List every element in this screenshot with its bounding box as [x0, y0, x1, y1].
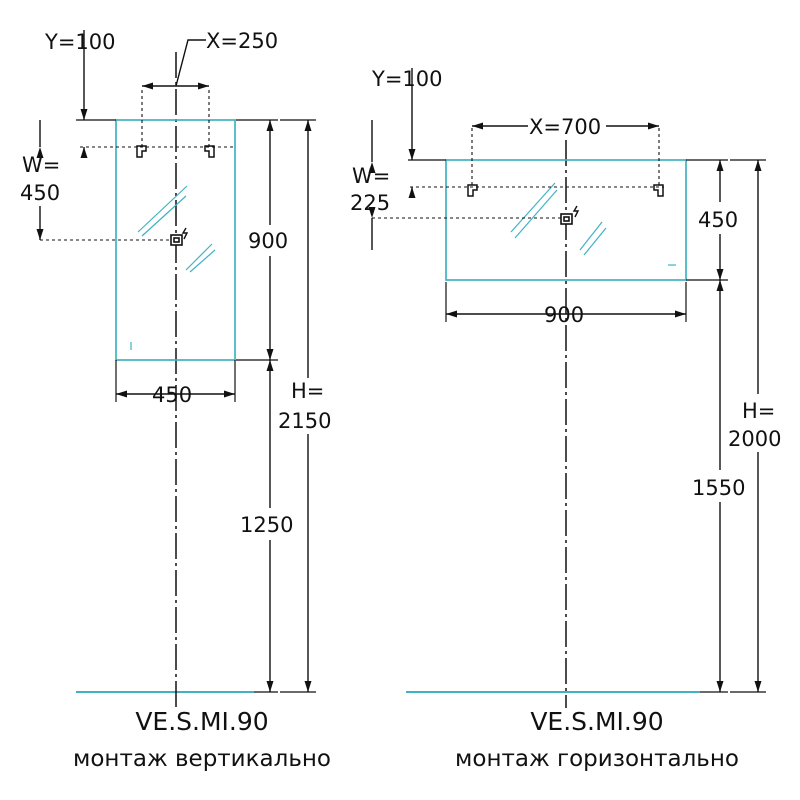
model-caption-right: VE.S.MI.90	[530, 707, 663, 736]
mirror-reflection-marks-right	[510, 182, 676, 266]
mirror-width-label-left: 450	[152, 383, 192, 407]
mounting-hook-icon	[204, 145, 215, 158]
total-height-label-right-top: H=	[742, 399, 775, 423]
mounting-hook-icon	[653, 184, 664, 197]
mounting-caption-right: монтаж горизонтально	[455, 746, 739, 772]
w-dimension-label-left-top: W=	[22, 153, 60, 177]
horizontal-mounting-view: X=700 Y=100 W= 225 900 450	[350, 67, 781, 772]
mirror-horizontal	[445, 159, 687, 281]
electrical-socket-icon	[170, 227, 189, 246]
w-dimension-label-right-top: W=	[352, 164, 390, 188]
x-dimension-label-left: X=250	[206, 29, 278, 53]
mount-height-label-left: 1250	[240, 513, 293, 537]
vertical-mounting-view: X=250 Y=100 W= 450 450 900	[20, 29, 331, 772]
mirror-width-label-right: 900	[544, 303, 584, 327]
x-dimension-label-right: X=700	[529, 115, 601, 139]
mirror-height-label-left: 900	[248, 229, 288, 253]
total-height-label-right-value: 2000	[728, 427, 781, 451]
total-height-label-left-top: H=	[291, 379, 324, 403]
socket-offset-label-right: 450	[698, 208, 738, 232]
w-dimension-label-right-value: 225	[350, 191, 390, 215]
y-dimension-label-right: Y=100	[371, 67, 443, 91]
model-caption-left: VE.S.MI.90	[135, 707, 268, 736]
y-dimension-label-left: Y=100	[44, 30, 116, 54]
electrical-socket-icon	[560, 205, 580, 225]
mount-height-label-right: 1550	[692, 476, 745, 500]
mounting-caption-left: монтаж вертикально	[73, 746, 331, 772]
mirror-reflection-marks-left	[130, 185, 216, 350]
total-height-label-left-value: 2150	[278, 409, 331, 433]
mounting-hook-icon	[136, 145, 147, 158]
mirror-vertical	[115, 119, 236, 361]
mounting-hook-icon	[467, 184, 478, 197]
w-dimension-label-left-value: 450	[20, 181, 60, 205]
